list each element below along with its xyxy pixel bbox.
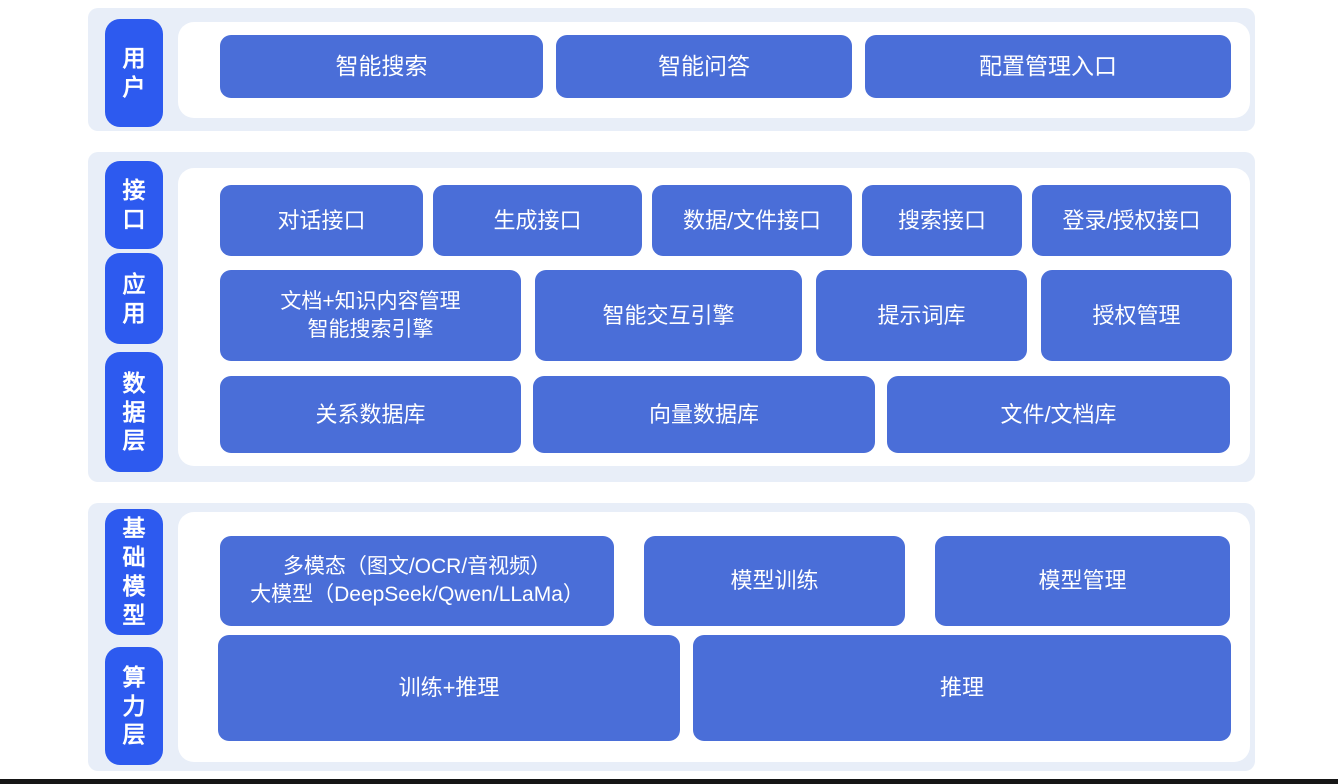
- node-doc-knowledge-search-engine: 文档+知识内容管理 智能搜索引擎: [220, 270, 521, 361]
- layer-label-application: 应用: [105, 253, 163, 344]
- node-label: 数据/文件接口: [682, 207, 822, 233]
- layer-label-interface-text: 接口: [122, 177, 146, 232]
- node-label-line2: 智能搜索引擎: [307, 317, 434, 341]
- node-label: 模型训练: [730, 568, 819, 594]
- node-label: 训练+推理: [398, 675, 500, 701]
- node-interactive-engine: 智能交互引擎: [535, 270, 802, 361]
- node-label: 智能问答: [658, 53, 750, 80]
- node-label-line2: 大模型（DeepSeek/Qwen/LLaMa）: [250, 583, 584, 606]
- layer-label-user-text: 用户: [122, 45, 146, 100]
- row-user-entries: 智能搜索 智能问答 配置管理入口: [220, 35, 1231, 98]
- node-model-training: 模型训练: [644, 536, 905, 626]
- node-file-doc-store: 文件/文档库: [887, 376, 1230, 453]
- band-interface-app-data: 接口 应用 数据层 对话接口 生成接口 数据/文件接口 搜索接口: [88, 152, 1255, 482]
- panel-user: 智能搜索 智能问答 配置管理入口: [178, 22, 1250, 118]
- layer-label-data-layer: 数据层: [105, 352, 163, 472]
- panel-interface-app-data: 对话接口 生成接口 数据/文件接口 搜索接口 登录/授权接口 文档+知识内容管理: [178, 168, 1250, 466]
- layer-label-data-layer-text: 数据层: [122, 369, 146, 454]
- node-label: 模型管理: [1038, 568, 1127, 594]
- band-user: 用户 智能搜索 智能问答 配置管理入口: [88, 8, 1255, 131]
- node-training-inference: 训练+推理: [218, 635, 680, 741]
- node-label: 提示词库: [877, 302, 966, 328]
- node-smart-search: 智能搜索: [220, 35, 543, 98]
- node-label: 登录/授权接口: [1062, 207, 1201, 233]
- node-label: 智能搜索: [335, 53, 428, 80]
- panel-foundation-compute: 多模态（图文/OCR/音视频） 大模型（DeepSeek/Qwen/LLaMa）…: [178, 512, 1250, 762]
- row-data-stores: 关系数据库 向量数据库 文件/文档库: [220, 376, 1230, 453]
- node-model-management: 模型管理: [935, 536, 1230, 626]
- node-prompt-library: 提示词库: [816, 270, 1027, 361]
- node-label: 对话接口: [277, 207, 366, 233]
- node-data-file-api: 数据/文件接口: [652, 185, 852, 256]
- layer-label-application-text: 应用: [122, 270, 146, 326]
- node-relational-db: 关系数据库: [220, 376, 521, 453]
- row-compute: 训练+推理 推理: [218, 635, 1231, 741]
- node-label: 向量数据库: [648, 401, 759, 427]
- layer-label-user: 用户: [105, 19, 163, 127]
- node-inference: 推理: [693, 635, 1231, 741]
- node-search-api: 搜索接口: [862, 185, 1022, 256]
- row-models: 多模态（图文/OCR/音视频） 大模型（DeepSeek/Qwen/LLaMa）…: [220, 536, 1230, 626]
- layer-label-compute-layer-text: 算力层: [122, 663, 146, 748]
- node-smart-qa: 智能问答: [556, 35, 852, 98]
- layer-label-compute-layer: 算力层: [105, 647, 163, 765]
- node-login-auth-api: 登录/授权接口: [1032, 185, 1231, 256]
- node-label: 搜索接口: [897, 207, 986, 233]
- node-vector-db: 向量数据库: [533, 376, 875, 453]
- node-label: 关系数据库: [315, 401, 426, 427]
- node-label: 推理: [939, 675, 984, 701]
- node-label: 智能交互引擎: [602, 302, 735, 328]
- node-label-line1: 多模态（图文/OCR/音视频）: [282, 555, 552, 579]
- layer-label-foundation-model-text: 基础模型: [122, 515, 146, 628]
- node-generation-api: 生成接口: [433, 185, 642, 256]
- layer-label-interface: 接口: [105, 161, 163, 249]
- node-label-line1: 文档+知识内容管理: [280, 289, 461, 313]
- node-label: 生成接口: [493, 207, 582, 233]
- node-auth-management: 授权管理: [1041, 270, 1232, 361]
- row-applications: 文档+知识内容管理 智能搜索引擎 智能交互引擎 提示词库 授权管理: [220, 270, 1232, 361]
- node-multimodal-llm: 多模态（图文/OCR/音视频） 大模型（DeepSeek/Qwen/LLaMa）: [220, 536, 614, 626]
- node-label: 配置管理入口: [979, 53, 1117, 80]
- bottom-edge-line: [0, 779, 1338, 784]
- layer-label-foundation-model: 基础模型: [105, 509, 163, 635]
- node-config-management-entry: 配置管理入口: [865, 35, 1231, 98]
- node-dialog-api: 对话接口: [220, 185, 423, 256]
- row-interfaces: 对话接口 生成接口 数据/文件接口 搜索接口 登录/授权接口: [220, 185, 1231, 256]
- node-label: 授权管理: [1092, 302, 1181, 328]
- node-label: 文件/文档库: [1000, 401, 1117, 427]
- band-foundation-compute: 基础模型 算力层 多模态（图文/OCR/音视频） 大模型（DeepSeek/Qw…: [88, 503, 1255, 771]
